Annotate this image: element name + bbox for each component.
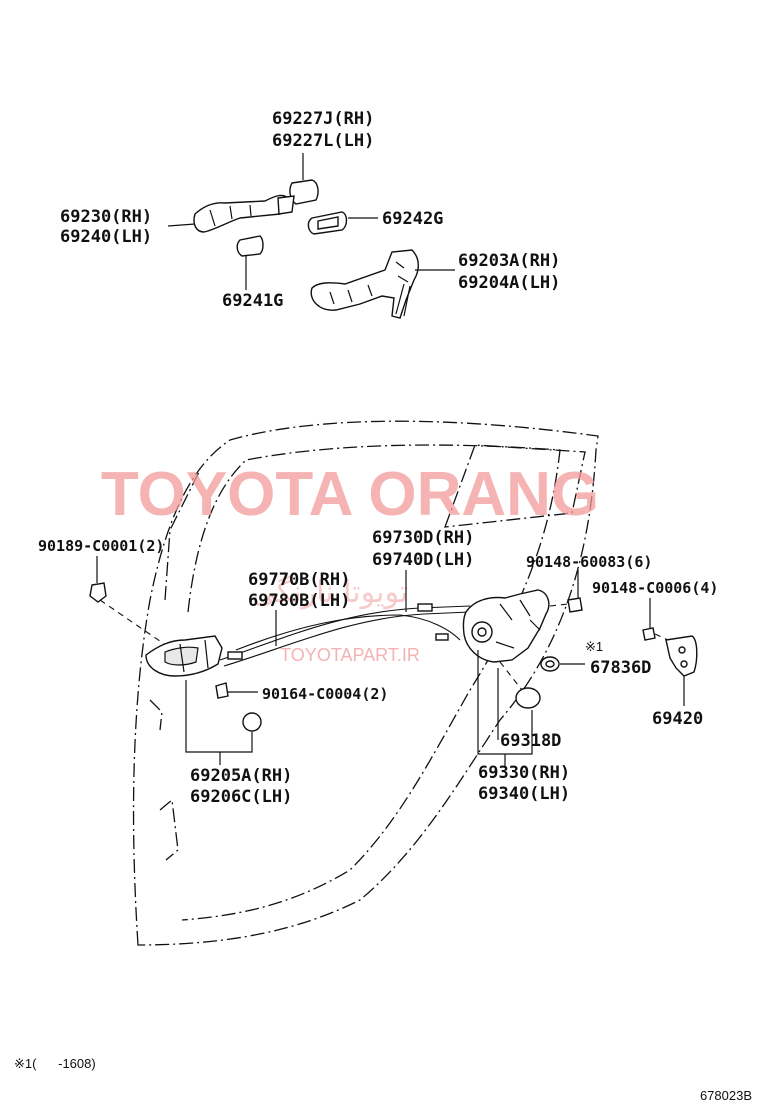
label-cable-730d-rh: 69730D(RH) — [372, 528, 474, 548]
outer-handle-assembly — [167, 153, 455, 319]
label-pad-241g: 69241G — [222, 291, 283, 311]
label-cable-780b-lh: 69780B(LH) — [248, 591, 350, 611]
label-inside-handle-lh: 69206C(LH) — [190, 787, 292, 807]
label-handle-cover-rh: 69227J(RH) — [272, 109, 374, 129]
lock-mechanism — [89, 556, 698, 768]
label-seal-67836d: 67836D — [590, 658, 651, 678]
label-inside-handle-rh: 69205A(RH) — [190, 766, 292, 786]
footer-code: 678023B — [700, 1088, 752, 1103]
label-screw-90148-60083: 90148-60083(6) — [526, 553, 652, 571]
label-clip-90189: 90189-C0001(2) — [38, 537, 164, 555]
handle-frame-part — [310, 249, 419, 319]
watermark: TOYOTA ORANG تویوتا نارنگی TOYOTAPART.IR — [101, 460, 599, 665]
label-screw-90148-c0006: 90148-C0006(4) — [592, 579, 718, 597]
pad-69241g-part — [236, 235, 264, 257]
part-labels: 69227J(RH) 69227L(LH) 69230(RH) 69240(LH… — [38, 109, 718, 807]
handle-cap-part — [242, 712, 262, 732]
door-outline — [132, 420, 599, 946]
outer-handle-part — [193, 194, 291, 233]
label-note-mark: ※1 — [585, 639, 603, 654]
label-handle-rh: 69230(RH) — [60, 207, 152, 227]
label-lock-rh: 69330(RH) — [478, 763, 570, 783]
door-lock-part — [462, 589, 550, 663]
clip-part — [89, 582, 107, 603]
cable-69730d — [235, 614, 461, 651]
label-cap-69318d: 69318D — [500, 731, 561, 751]
label-cable-740d-lh: 69740D(LH) — [372, 550, 474, 570]
screw-90148-c0006-part — [642, 627, 656, 641]
screw-90164-part — [215, 682, 229, 699]
label-handle-lh: 69240(LH) — [60, 227, 152, 247]
watermark-main: TOYOTA ORANG — [101, 460, 599, 529]
label-lock-lh: 69340(LH) — [478, 784, 570, 804]
label-pad-g: 69242G — [382, 209, 443, 229]
label-handle-cover-lh: 69227L(LH) — [272, 131, 374, 151]
footer-note: ※1( -1608) — [14, 1056, 96, 1071]
footer: ※1( -1608) 678023B — [14, 1056, 752, 1103]
label-frame-lh: 69204A(LH) — [458, 273, 560, 293]
label-striker-69420: 69420 — [652, 709, 703, 729]
screw-90148-60083-part — [567, 597, 583, 613]
label-frame-rh: 69203A(RH) — [458, 251, 560, 271]
watermark-arabic: تویوتا نارنگی — [252, 575, 409, 610]
label-screw-90164: 90164-C0004(2) — [262, 685, 388, 703]
watermark-url: TOYOTAPART.IR — [280, 645, 420, 665]
cable-69770b — [219, 605, 471, 661]
cap-69318d-part — [515, 687, 541, 709]
striker-part — [665, 635, 698, 677]
label-cable-770b-rh: 69770B(RH) — [248, 570, 350, 590]
handle-cover-part — [289, 179, 319, 205]
